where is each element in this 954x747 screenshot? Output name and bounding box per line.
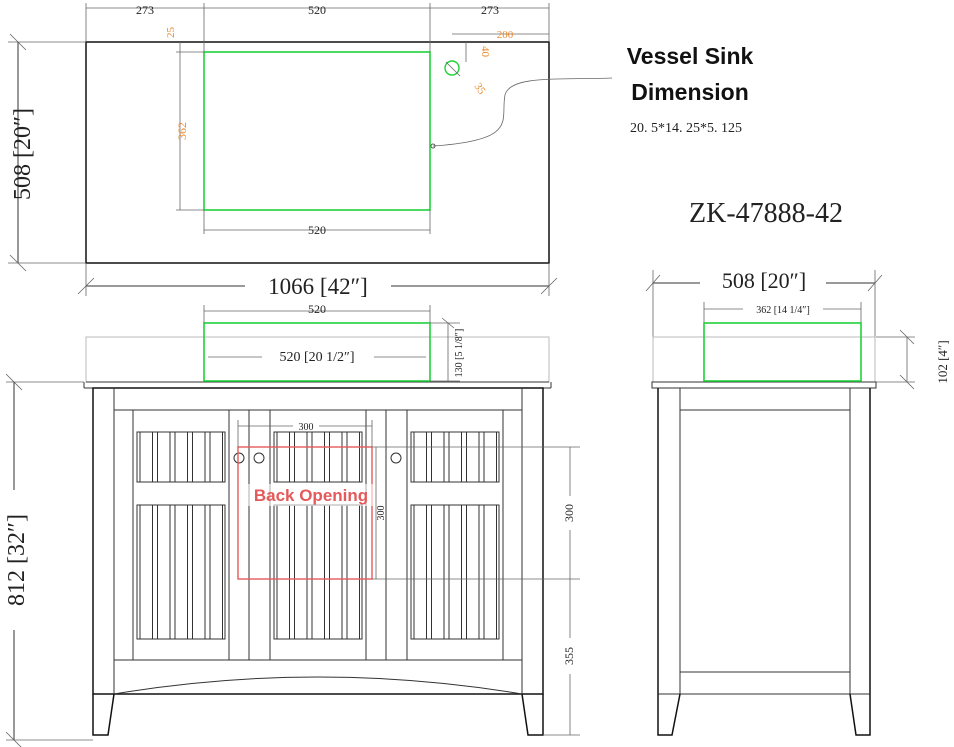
door-slat xyxy=(466,431,480,483)
door-slat xyxy=(157,504,171,640)
top-sink-height: 362 xyxy=(175,122,189,140)
top-view-countertop xyxy=(85,41,550,264)
vessel-sink-size: 20. 5*14. 25*5. 125 xyxy=(630,121,742,136)
door-slat xyxy=(346,504,360,640)
door-slat xyxy=(294,504,308,640)
side-sink-depth-dim: 362 [14 1/4″] xyxy=(756,305,810,316)
door-slat xyxy=(209,431,223,483)
door-slat xyxy=(157,431,171,483)
cabinet-frame xyxy=(92,387,544,695)
front-right-dim-355: 355 xyxy=(562,647,576,665)
front-vessel-sink xyxy=(203,322,431,382)
faucet-dim-40: 40 xyxy=(479,46,491,58)
side-leg-left xyxy=(657,693,681,736)
door-slat xyxy=(483,431,497,483)
door-slat xyxy=(329,504,343,640)
top-dim-right: 273 xyxy=(481,3,499,17)
top-dim-left: 273 xyxy=(136,3,154,17)
vessel-sink-title-line1: Vessel Sink xyxy=(627,43,754,69)
top-view: 273 520 273 25 200 40 35 362 520 508 [20… xyxy=(8,3,613,299)
vessel-sink-label: Vessel Sink Dimension 20. 5*14. 25*5. 12… xyxy=(627,43,754,136)
side-leg-right xyxy=(849,693,871,736)
top-depth-dim: 508 [20″] xyxy=(10,108,36,200)
back-opening-label: Back Opening xyxy=(254,486,368,505)
door-slat xyxy=(174,504,188,640)
door-knob xyxy=(233,452,245,464)
top-dim-offset-25: 25 xyxy=(165,27,177,39)
top-width-dim: 1066 [42″] xyxy=(268,274,368,299)
front-leg-left xyxy=(92,693,115,736)
faucet-dim-200: 200 xyxy=(497,29,514,41)
door-slat xyxy=(329,431,343,483)
back-opening-outline xyxy=(237,446,373,580)
door-slat xyxy=(448,504,462,640)
side-vessel-sink xyxy=(703,322,862,382)
side-view: 508 [20″] 362 [14 1/4″] 102 [4″] xyxy=(645,268,950,736)
faucet-dim-35: 35 xyxy=(472,81,488,97)
faucet-hole xyxy=(444,60,460,76)
front-view: 520 520 [20 1/2″] 130 [5 1/8″] xyxy=(2,302,580,747)
door-slat xyxy=(276,504,290,640)
top-dim-center: 520 xyxy=(308,3,326,17)
door-slat xyxy=(448,431,462,483)
model-number: ZK-47888-42 xyxy=(689,198,843,229)
front-right-dim-300: 300 xyxy=(562,504,576,522)
side-sink-height-dim: 102 [4″] xyxy=(935,340,950,383)
door-slat xyxy=(311,431,325,483)
door-slat xyxy=(413,504,427,640)
door-slat xyxy=(139,431,153,483)
back-opening-height-dim: 300 xyxy=(376,506,387,521)
door-slat xyxy=(209,504,223,640)
back-opening-width-dim: 300 xyxy=(299,422,314,433)
door-knob xyxy=(390,452,402,464)
door-slat xyxy=(174,431,188,483)
top-view-sink-outline xyxy=(203,51,431,211)
front-leg-right xyxy=(521,693,544,736)
door-slats xyxy=(139,431,497,640)
door-slat xyxy=(294,431,308,483)
front-sink-height-dim: 130 [5 1/8″] xyxy=(454,329,465,378)
door-knob xyxy=(253,452,265,464)
door-slat xyxy=(346,431,360,483)
side-depth-dim: 508 [20″] xyxy=(722,268,806,293)
door-slat xyxy=(431,504,445,640)
door-slat xyxy=(192,504,206,640)
front-sink-inner-dim: 520 [20 1/2″] xyxy=(279,350,354,365)
side-countertop xyxy=(652,336,876,383)
door-slat xyxy=(413,431,427,483)
front-sink-top-dim: 520 xyxy=(308,302,326,316)
door-slat xyxy=(466,504,480,640)
vessel-sink-title-line2: Dimension xyxy=(631,79,749,105)
door-slat xyxy=(311,504,325,640)
door-slat xyxy=(192,431,206,483)
door-slat xyxy=(431,431,445,483)
top-sink-width: 520 xyxy=(308,223,326,237)
door-slat xyxy=(276,431,290,483)
front-height-dim: 812 [32″] xyxy=(4,514,30,606)
door-slat xyxy=(139,504,153,640)
door-slat xyxy=(483,504,497,640)
